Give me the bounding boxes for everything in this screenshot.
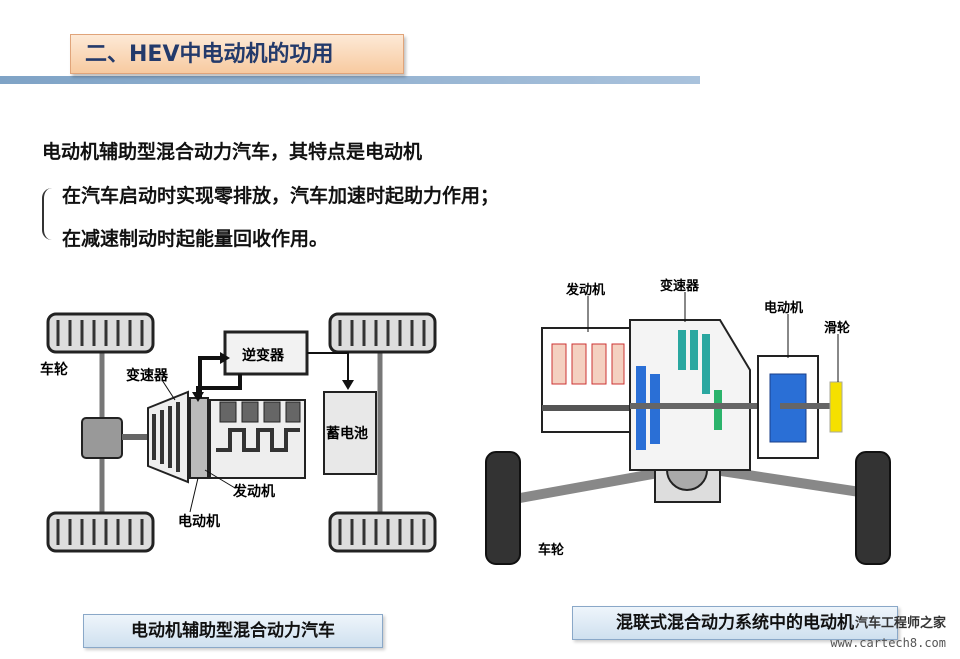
title-underline-bar bbox=[0, 76, 700, 84]
wheel-icon bbox=[328, 511, 437, 553]
watermark-url: www.cartech8.com bbox=[830, 636, 946, 650]
page-title: 二、HEV中电动机的功用 bbox=[70, 34, 404, 74]
function-item-1: 在汽车启动时实现零排放，汽车加速时起助力作用； bbox=[62, 185, 500, 207]
label-transmission: 变速器 bbox=[660, 278, 700, 294]
battery-box bbox=[323, 391, 377, 475]
label-inverter: 逆变器 bbox=[242, 347, 285, 364]
left-hybrid-diagram: 车轮 变速器 逆变器 蓄电池 发动机 电动机 bbox=[40, 312, 437, 553]
wheel-icon bbox=[46, 511, 155, 553]
right-hybrid-diagram: 发动机 变速器 电动机 滑轮 车轮 bbox=[485, 278, 891, 565]
label-engine: 发动机 bbox=[565, 282, 605, 298]
watermark-title: 汽车工程师之家 bbox=[854, 616, 946, 631]
gear-teal bbox=[678, 330, 686, 370]
function-item-2: 在减速制动时起能量回收作用。 bbox=[62, 228, 329, 250]
intro-text: 电动机辅助型混合动力汽车，其特点是电动机 bbox=[42, 141, 423, 163]
motor-block bbox=[189, 397, 209, 479]
label-motor: 电动机 bbox=[764, 300, 803, 316]
label-wheel: 车轮 bbox=[538, 542, 564, 558]
wheel-icon bbox=[855, 451, 891, 565]
label-motor: 电动机 bbox=[178, 513, 220, 530]
wheel-icon bbox=[485, 451, 521, 565]
label-wheel: 车轮 bbox=[40, 361, 68, 378]
right-diagram-caption: 混联式混合动力系统中的电动机 bbox=[572, 606, 898, 640]
label-transmission: 变速器 bbox=[126, 367, 169, 384]
left-diagram-caption: 电动机辅助型混合动力汽车 bbox=[83, 614, 383, 648]
label-engine: 发动机 bbox=[232, 483, 275, 500]
label-pulley: 滑轮 bbox=[824, 320, 850, 336]
differential bbox=[81, 417, 123, 459]
wheel-icon bbox=[46, 312, 155, 354]
label-battery: 蓄电池 bbox=[326, 425, 368, 442]
pulley bbox=[829, 381, 843, 433]
brace-bracket bbox=[42, 188, 56, 240]
wheel-icon bbox=[328, 312, 437, 354]
